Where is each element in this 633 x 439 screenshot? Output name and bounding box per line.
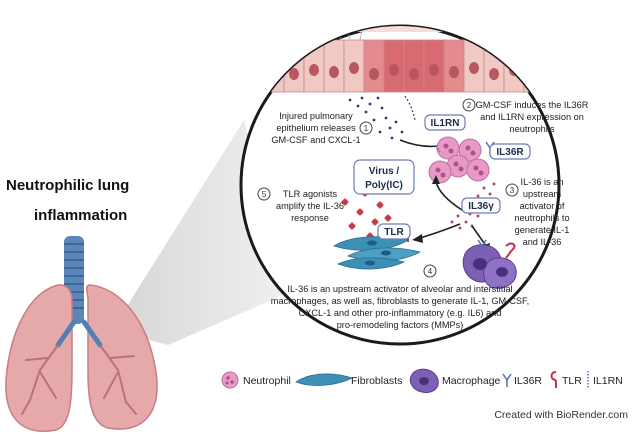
legend-il36r: IL36R: [514, 375, 542, 387]
legend-fibroblasts: Fibroblasts: [351, 375, 402, 387]
fibroblast-legend-icon: [295, 373, 354, 386]
step-3-marker: [505, 183, 519, 197]
step-2-line-1: GM-CSF induces the IL36R: [476, 100, 589, 110]
il1rn-label: IL1RN: [431, 118, 460, 129]
step-5-line-2: amplify the IL-36: [276, 201, 344, 211]
virus-label-line-2: Poly(IC): [365, 180, 403, 191]
macrophage-legend-icon: [409, 368, 439, 393]
cytokine-dots: [348, 96, 404, 140]
step-2-line-2: and IL1RN expression on: [480, 112, 584, 122]
title-line-1: Neutrophilic lung: [6, 177, 129, 194]
step-4-line-3: CXCL-1 and other pro-inflammatory (e.g. …: [299, 308, 502, 318]
neutrophil-legend-icon: [221, 371, 239, 389]
step-1-line-3: GM-CSF and CXCL-1: [271, 135, 360, 145]
legend-tlr: TLR: [562, 375, 582, 387]
lungs-illustration: [5, 236, 158, 432]
tlr-label-box: [377, 223, 411, 240]
step-5-line-1: TLR agonists: [283, 189, 338, 199]
step-3-line-6: and IL-36: [523, 237, 562, 247]
virus-label-box: [353, 159, 415, 195]
virus-label-line-1: Virus /: [369, 166, 400, 177]
step-1-number: 1: [364, 124, 369, 133]
il1rn-label-box: [424, 114, 466, 131]
step-4-line-2: macrophages, as well as, fibroblasts to …: [271, 296, 529, 306]
macrophage-cluster: [462, 239, 517, 289]
step-5-marker: [257, 187, 271, 201]
step-3-line-2: upstream: [523, 189, 562, 199]
step-4-line-4: pro-remodeling factors (MMPs): [337, 320, 464, 330]
step-3-line-5: generate IL-1: [515, 225, 570, 235]
neutrophil-cluster: [428, 136, 495, 184]
step-1-line-2: epithelium releases: [276, 123, 356, 133]
il36r-label-box: [489, 143, 531, 160]
step-3-line-3: activator of: [520, 201, 565, 211]
credit-text: Created with BioRender.com: [494, 409, 628, 421]
il36r-legend-icon: [502, 373, 512, 387]
il36y-label-box: [461, 197, 501, 214]
step-2-marker: [462, 98, 476, 112]
step-1-line-1: Injured pulmonary: [279, 111, 353, 121]
step-4-number: 4: [428, 267, 433, 276]
legend-neutrophil: Neutrophil: [243, 375, 291, 387]
step-4-marker: [423, 264, 437, 278]
legend-macrophage: Macrophage: [442, 375, 501, 387]
step-2-number: 2: [467, 101, 472, 110]
step-3-number: 3: [510, 186, 515, 195]
step-2-line-3: neutrophils: [510, 124, 555, 134]
step-4-line-1: IL-36 is an upstream activator of alveol…: [287, 284, 512, 294]
title-line-2: inflammation: [34, 207, 127, 224]
step-1-marker: [359, 121, 373, 135]
step-3-line-4: neutrophils to: [514, 213, 569, 223]
tlr-label: TLR: [384, 227, 404, 238]
step-3-line-1: IL-36 is an: [521, 177, 564, 187]
tlr-legend-icon: [550, 371, 557, 388]
il36y-label: IL36γ: [468, 201, 494, 212]
step-5-number: 5: [262, 190, 267, 199]
legend-il1rn: IL1RN: [593, 375, 623, 387]
il36r-label: IL36R: [496, 147, 524, 158]
legend: Neutrophil Fibroblasts Macrophage IL36R …: [221, 368, 623, 393]
step-5-line-3: response: [291, 213, 329, 223]
